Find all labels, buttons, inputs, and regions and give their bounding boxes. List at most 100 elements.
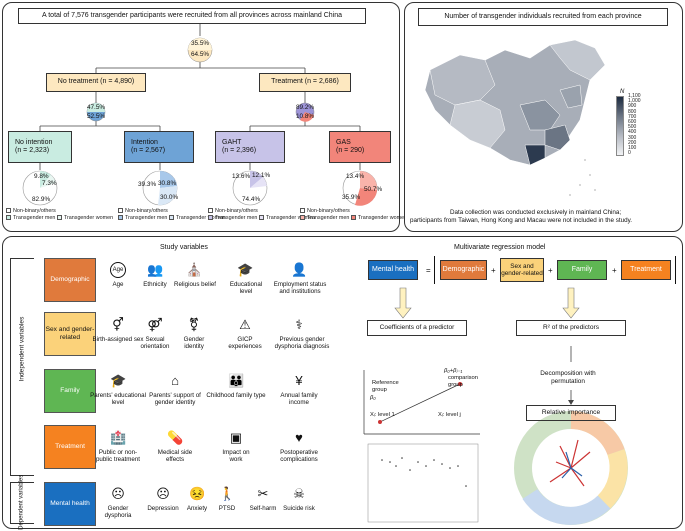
- religion-label: Religious belief: [174, 281, 216, 288]
- gaht-box: GAHT (n = 2,396): [215, 131, 285, 163]
- beta0: β₀: [370, 395, 376, 401]
- pie-no-intention: [22, 170, 58, 206]
- ptsd-icon: 🚶: [219, 486, 236, 501]
- decomp-2: permutation: [551, 378, 585, 385]
- treatment-pie: [295, 102, 315, 122]
- parents-edu-label: Parents' educational level: [90, 392, 146, 407]
- independent-label: Independent variables: [18, 316, 26, 382]
- ethnicity-icon: 👥: [147, 262, 164, 277]
- china-map: [424, 39, 606, 196]
- parents-support-label: Parents' support of gender identity: [149, 392, 201, 407]
- t-pie-bottom: 10.8%: [295, 113, 315, 120]
- yen-icon: ¥: [295, 373, 303, 388]
- pie-gas: [342, 170, 378, 206]
- root-pie-top: 35.5%: [190, 40, 210, 47]
- relative-importance-donut: [514, 411, 628, 525]
- nt-pie-bottom: 52.5%: [86, 113, 106, 120]
- cmp-label-1: comparison: [448, 375, 478, 381]
- public-label: Public or non-public treatment: [95, 449, 141, 464]
- regression-title: Multivariate regression model: [454, 244, 546, 251]
- anxiety-icon: 😣: [189, 486, 206, 501]
- eq-demographic: Demographic: [440, 260, 487, 280]
- pie3-a: 13.6%: [232, 173, 251, 180]
- gas-title: GAS: [336, 138, 351, 146]
- no-treatment-box: No treatment (n = 4,890): [46, 73, 146, 92]
- family-icon: 👪: [228, 373, 245, 388]
- side-effects-label: Medical side effects: [157, 449, 193, 464]
- education-icon: 🎓: [237, 262, 254, 277]
- x-level-j: Xᵢ: level j: [438, 412, 461, 418]
- dependent-label-box: [10, 482, 34, 524]
- betaj: β₀+βⱼ₋₁: [444, 368, 463, 374]
- independent-label-box: [10, 258, 34, 476]
- pie4-b: 50.7%: [364, 186, 383, 193]
- stethoscope-icon: ⚕: [295, 317, 303, 332]
- map-colorbar: [616, 96, 624, 156]
- gas-box: GAS (n = 290): [329, 131, 391, 163]
- legend-2: Non-binary/others Transgender men Transg…: [118, 208, 225, 222]
- age-label: Age: [112, 281, 124, 288]
- age-icon: Age: [110, 262, 126, 278]
- pie1-a: 9.8%: [34, 173, 49, 180]
- arrows: [363, 287, 628, 525]
- map-title: Number of transgender individuals recrui…: [418, 8, 668, 26]
- eq-sex: Sex and gender-related: [500, 258, 544, 282]
- root-pie-bottom: 64.5%: [190, 51, 210, 58]
- orientation-icon: ⚤: [147, 317, 163, 332]
- eq-mental-health: Mental health: [368, 260, 418, 280]
- pie4-a: 13.4%: [346, 173, 365, 180]
- work-icon: ▣: [229, 430, 243, 445]
- decomp-1: Decomposition with: [540, 370, 596, 377]
- eq-bracket: [434, 256, 676, 284]
- gas-n: (n = 290): [336, 147, 365, 154]
- home-heart-icon: ⌂: [171, 373, 179, 388]
- gaht-title: GAHT: [222, 138, 242, 146]
- coef-box: Coefficients of a predictor: [367, 320, 467, 336]
- pie-intention: [142, 170, 178, 206]
- no-intention-box: No intention (n = 2,323): [8, 131, 72, 163]
- ethnicity-label: Ethnicity: [143, 281, 167, 288]
- pie3-b: 12.1%: [252, 172, 271, 179]
- legend-4: Non-binary/others Transgender men Transg…: [300, 208, 407, 222]
- pie1-c: 82.9%: [32, 196, 51, 203]
- employment-icon: 👤: [291, 262, 308, 277]
- x-level-1: Xᵢ: level 1: [370, 412, 395, 418]
- header-box: A total of 7,576 transgender participant…: [18, 8, 366, 24]
- education-label: Educational level: [229, 281, 263, 296]
- heart-icon: ♥: [295, 430, 303, 445]
- gender-identity-icon: ⚧: [188, 317, 200, 332]
- ref-label-1: Reference: [372, 380, 399, 386]
- map-legend-label: N: [620, 89, 625, 95]
- cat-mental-health: Mental health: [44, 482, 96, 526]
- eq-plus-3: +: [612, 266, 617, 275]
- nt-pie-top: 47.5%: [86, 104, 106, 111]
- hospital-icon: 🏥: [110, 430, 127, 445]
- gd-label: Gender dysphoria: [104, 505, 132, 520]
- cat-demographic: Demographic: [44, 258, 96, 302]
- cat-sex-gender: Sex and gender-related: [44, 312, 96, 356]
- anxiety-label: Anxiety: [186, 505, 208, 512]
- root-pie: [187, 37, 213, 63]
- eq-plus-2: +: [548, 266, 553, 275]
- legend-3: Non-binary/others Transgender men Transg…: [208, 208, 315, 222]
- depression-icon: ☹: [156, 486, 170, 501]
- pie4-c: 35.9%: [342, 194, 361, 201]
- bottom-panel: [2, 236, 683, 529]
- study-variables-title: Study variables: [160, 244, 208, 251]
- work-label: Impact on work: [222, 449, 250, 464]
- eq-sign: =: [426, 266, 431, 275]
- intention-n: (n = 2,567): [131, 147, 166, 154]
- eq-plus-1: +: [491, 266, 496, 275]
- employment-label: Employment status and institutions: [273, 281, 327, 296]
- eq-family: Family: [557, 260, 607, 280]
- pill-icon: 💊: [167, 430, 184, 445]
- pie2-c: 30.0%: [160, 194, 179, 201]
- head-icon: ☹: [111, 486, 125, 501]
- legend-1: Non-binary/others Transgender men Transg…: [6, 208, 113, 222]
- r2-box: R² of the predictors: [516, 320, 626, 336]
- orientation-label: Sexual orientation: [140, 336, 170, 351]
- pie-gaht: [232, 170, 268, 206]
- graduate-icon: 🎓: [110, 373, 127, 388]
- diagnosis-label: Previous gender dysphoria diagnosis: [274, 336, 330, 351]
